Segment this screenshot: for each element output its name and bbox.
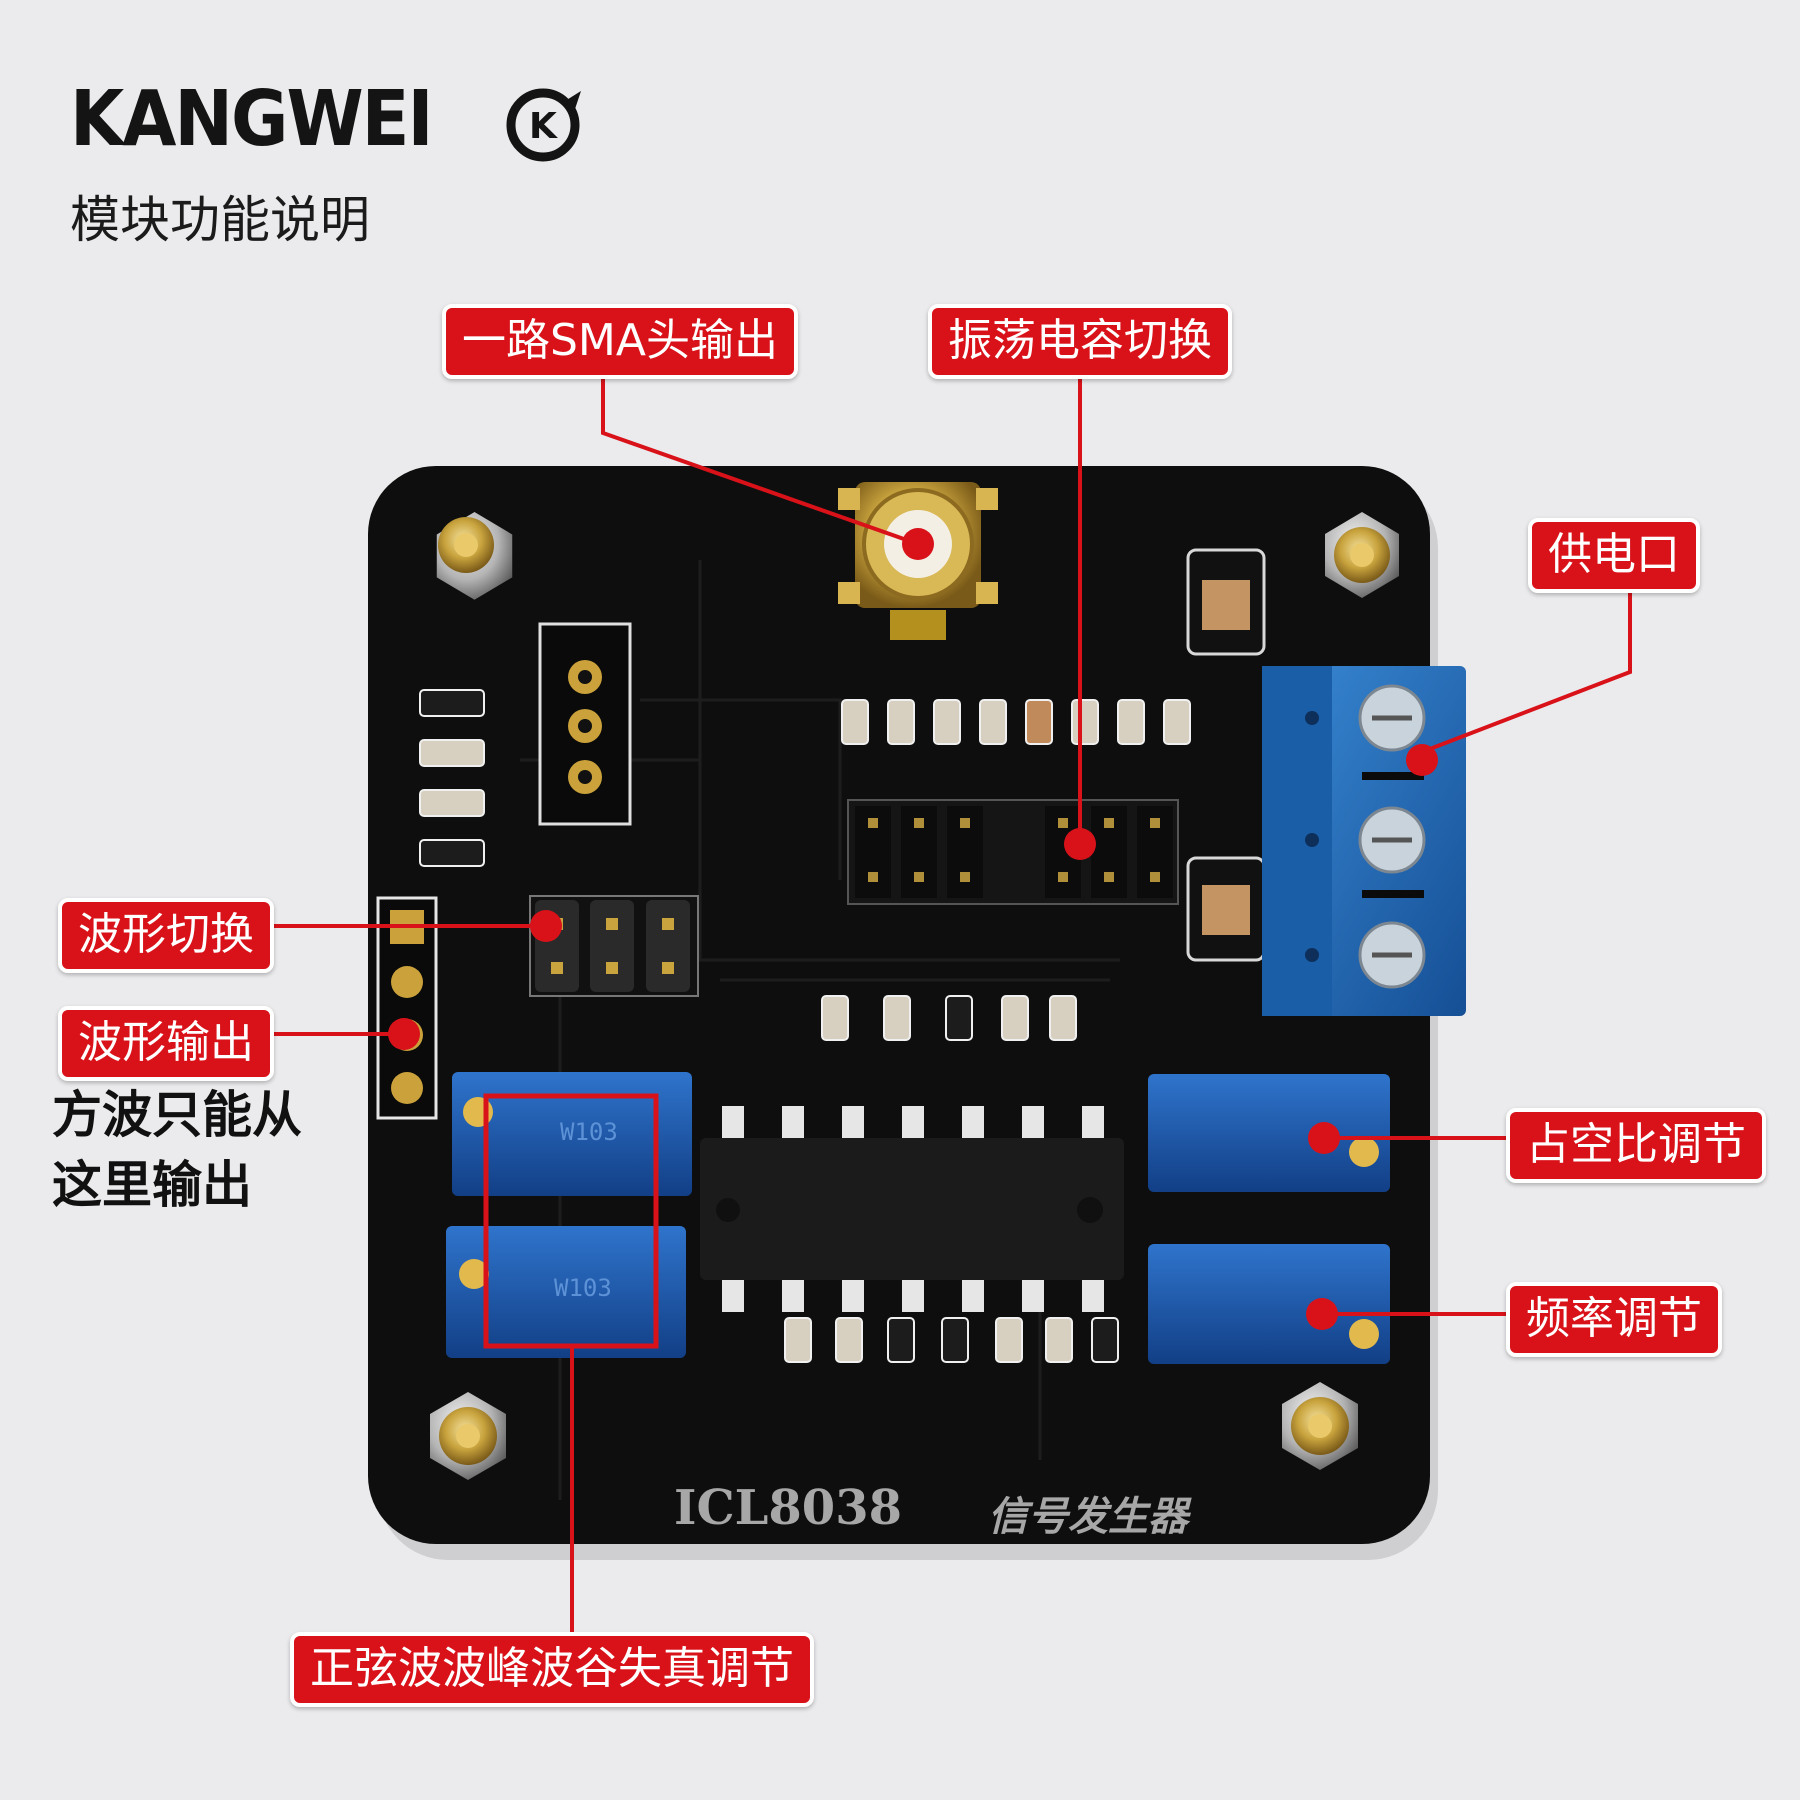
note-line-1: 方波只能从 [52,1086,302,1144]
callout-waveform-output: 波形输出 [58,1006,274,1081]
capacitor-switch-header [847,799,1179,905]
waveform-switch-jumpers [529,895,699,997]
waveform-output-header [376,896,438,1120]
callout-leaders [248,360,1632,1648]
icl8038-chip [700,1106,1124,1312]
standoff-nut-top-right [1325,512,1399,598]
board-title-silkscreen: 信号发生器 [988,1493,1188,1540]
brand-logo-letter: K [529,106,558,147]
trimmer-sine-2: W103 [446,1226,686,1358]
smd-components [419,689,1191,1363]
brand-header: KANGWEI K [70,80,581,162]
page-subtitle: 模块功能说明 [70,191,370,249]
callout-sma-output: 一路SMA头输出 [442,304,798,379]
brand-wordmark: KANGWEI [70,73,434,164]
trimmer-duty-cycle [1148,1074,1390,1192]
note-line-2: 这里输出 [52,1156,252,1214]
brand-logo-icon: K [506,88,581,162]
standoff-nut-bottom-right [1282,1382,1358,1470]
standoff-nut-top-left [436,512,513,600]
chip-silkscreen-label: ICL8038 [674,1480,902,1536]
svg-text:W103: W103 [560,1118,618,1146]
callout-waveform-switch: 波形切换 [58,898,274,973]
callout-power-port: 供电口 [1528,518,1700,593]
standoff-nut-bottom-left [430,1392,506,1480]
callout-dots [388,528,1438,1330]
square-wave-note: 方波只能从 这里输出 [52,1080,302,1220]
svg-text:W103: W103 [554,1274,612,1302]
power-terminal-block [1262,666,1466,1016]
trimmer-frequency [1148,1244,1390,1364]
callout-duty-cycle: 占空比调节 [1506,1108,1766,1183]
capacitor-c4 [1186,548,1266,656]
callout-sine-distortion: 正弦波波峰波谷失真调节 [290,1632,814,1707]
callout-frequency: 频率调节 [1506,1282,1722,1357]
callout-capacitor-switch: 振荡电容切换 [928,304,1232,379]
pin-header-output [538,622,632,826]
capacitor-c1 [1186,856,1266,962]
